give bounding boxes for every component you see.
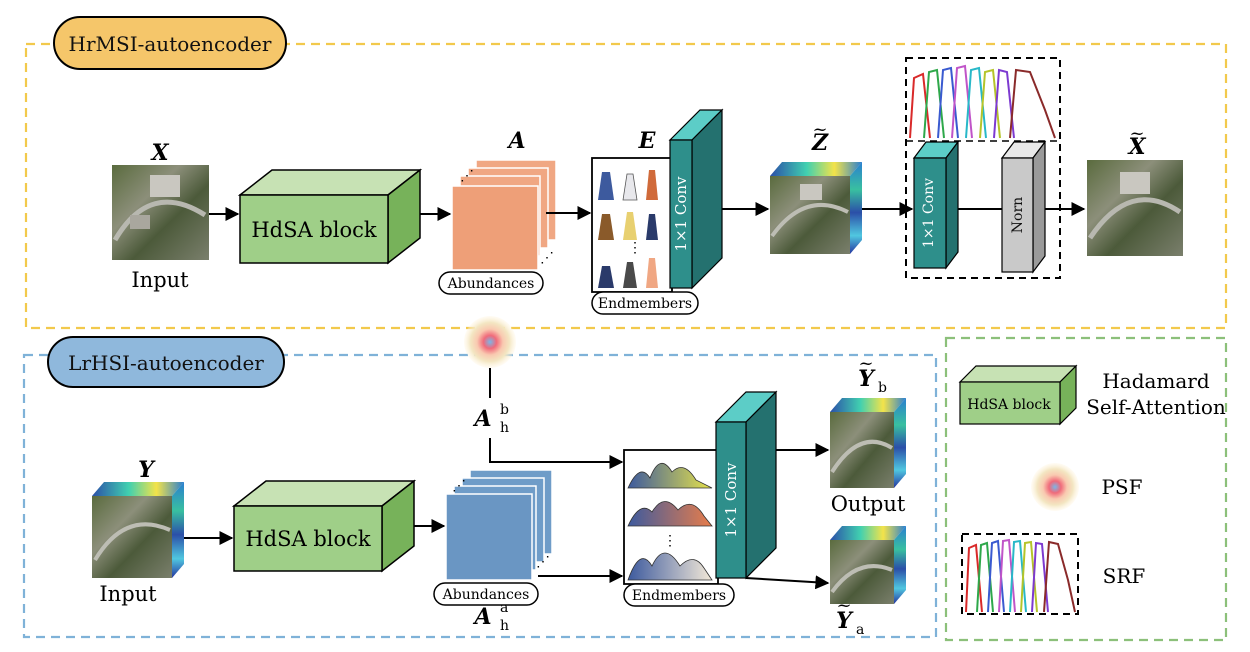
lrhsi-abundance-stack: ⋰ ⋰ bbox=[445, 469, 553, 581]
svg-text:a: a bbox=[856, 622, 864, 638]
arrow-conv-to-ya bbox=[745, 575, 830, 590]
lrhsi-abundance-pill bbox=[433, 582, 539, 606]
hrmsi-conv2-label: 1×1 Conv bbox=[921, 178, 937, 248]
lrhsi-output-caption: Output bbox=[831, 492, 906, 516]
legend-srf-curves bbox=[965, 538, 1076, 613]
legend-hdsa-block-icon bbox=[958, 364, 1078, 426]
hrmsi-norm-block bbox=[1000, 140, 1047, 274]
svg-text:h: h bbox=[500, 420, 509, 436]
svg-text:~: ~ bbox=[858, 353, 873, 374]
legend-psf-label: PSF bbox=[1101, 475, 1142, 499]
lrhsi-endmember-box: ⋮ bbox=[623, 449, 719, 585]
hrmsi-input-symbol: X bbox=[149, 140, 169, 166]
svg-text:⋮: ⋮ bbox=[663, 533, 677, 549]
lrhsi-ah-b-label: A h b bbox=[472, 402, 509, 436]
lrhsi-ya-label: Y ~ a bbox=[836, 595, 864, 638]
legend-frame bbox=[944, 336, 1228, 642]
svg-text:⋰: ⋰ bbox=[536, 554, 550, 570]
srf-dashed-region bbox=[905, 57, 1061, 279]
hrmsi-title-pill bbox=[53, 16, 287, 70]
hrmsi-norm-label: Norn bbox=[1010, 197, 1026, 233]
legend-hdsa-line2: Self-Attention bbox=[1086, 395, 1226, 419]
hrmsi-hdsa-block bbox=[237, 168, 423, 265]
svg-text:⋰: ⋰ bbox=[540, 250, 554, 266]
arrow-ahb-to-endmembers bbox=[489, 438, 624, 469]
lrhsi-abundance-caption: Abundances bbox=[442, 587, 530, 603]
legend-block-label: HdSA block bbox=[967, 397, 1051, 413]
lrhsi-block-label: HdSA block bbox=[245, 527, 371, 551]
lrhsi-input-cube bbox=[92, 482, 184, 578]
svg-text:⋰: ⋰ bbox=[460, 168, 474, 184]
legend-srf-frame bbox=[961, 533, 1079, 615]
svg-text:A: A bbox=[472, 604, 491, 630]
legend-psf-icon bbox=[1031, 463, 1079, 511]
hrmsi-conv-label: 1×1 Conv bbox=[672, 176, 690, 252]
legend-srf-label: SRF bbox=[1103, 564, 1146, 588]
svg-text:~: ~ bbox=[836, 595, 851, 616]
svg-text:h: h bbox=[500, 618, 509, 634]
hrmsi-block-label: HdSA block bbox=[251, 218, 377, 242]
svg-text:b: b bbox=[500, 402, 509, 418]
svg-text:A: A bbox=[472, 406, 491, 432]
hrmsi-input-image bbox=[112, 165, 209, 260]
hrmsi-input-caption: Input bbox=[131, 268, 189, 292]
hrmsi-conv2-block bbox=[912, 140, 960, 270]
hrmsi-abundance-stack: ⋰ ⋰ bbox=[451, 159, 557, 271]
svg-text:a: a bbox=[500, 600, 508, 616]
svg-text:b: b bbox=[878, 380, 887, 396]
lrhsi-endmember-caption: Endmembers bbox=[632, 588, 726, 604]
hrmsi-conv-block bbox=[668, 108, 724, 290]
lrhsi-yb-label: Y ~ b bbox=[858, 353, 887, 396]
hrmsi-endmember-symbol: E bbox=[638, 128, 657, 154]
lrhsi-conv-label: 1×1 Conv bbox=[722, 462, 740, 538]
legend-hdsa-line1: Hadamard bbox=[1102, 369, 1210, 393]
hrmsi-endmember-caption: Endmembers bbox=[598, 296, 692, 312]
hrmsi-endmember-box: ⋮ bbox=[591, 157, 673, 293]
lrhsi-hdsa-block bbox=[231, 479, 417, 573]
tilde-z: ~ bbox=[812, 119, 827, 140]
hrmsi-output-symbol: X bbox=[1126, 134, 1146, 160]
lrhsi-title: LrHSI-autoencoder bbox=[68, 351, 264, 375]
hrmsi-z-cube bbox=[770, 162, 862, 254]
lrhsi-ya-cube bbox=[830, 526, 906, 604]
hrmsi-title: HrMSI-autoencoder bbox=[69, 32, 272, 56]
hrmsi-abundance-pill bbox=[438, 271, 544, 295]
svg-text:⋮: ⋮ bbox=[628, 240, 642, 256]
hrmsi-output-image bbox=[1087, 160, 1183, 256]
svg-text:⋰: ⋰ bbox=[452, 478, 466, 494]
hrmsi-abundance-symbol: A bbox=[506, 128, 525, 154]
lrhsi-yb-cube bbox=[830, 398, 906, 488]
svg-text:Y: Y bbox=[836, 608, 854, 634]
srf-curves-top bbox=[909, 64, 1056, 139]
lrhsi-ah-a-label: A h a bbox=[472, 600, 509, 634]
lrhsi-input-symbol: Y bbox=[138, 457, 156, 483]
tilde-x: ~ bbox=[1129, 123, 1144, 144]
lrhsi-input-caption: Input bbox=[99, 582, 157, 606]
hrmsi-section-frame bbox=[24, 42, 1228, 330]
psf-connector-icon bbox=[464, 316, 516, 368]
hrmsi-endmember-pill bbox=[591, 291, 699, 315]
hrmsi-abundance-caption: Abundances bbox=[447, 276, 535, 292]
svg-text:Y: Y bbox=[858, 366, 876, 392]
lrhsi-endmember-pill bbox=[623, 583, 735, 607]
lrhsi-conv-block bbox=[714, 390, 778, 580]
lrhsi-title-pill bbox=[47, 336, 285, 388]
hrmsi-z-symbol: Z bbox=[811, 130, 829, 156]
